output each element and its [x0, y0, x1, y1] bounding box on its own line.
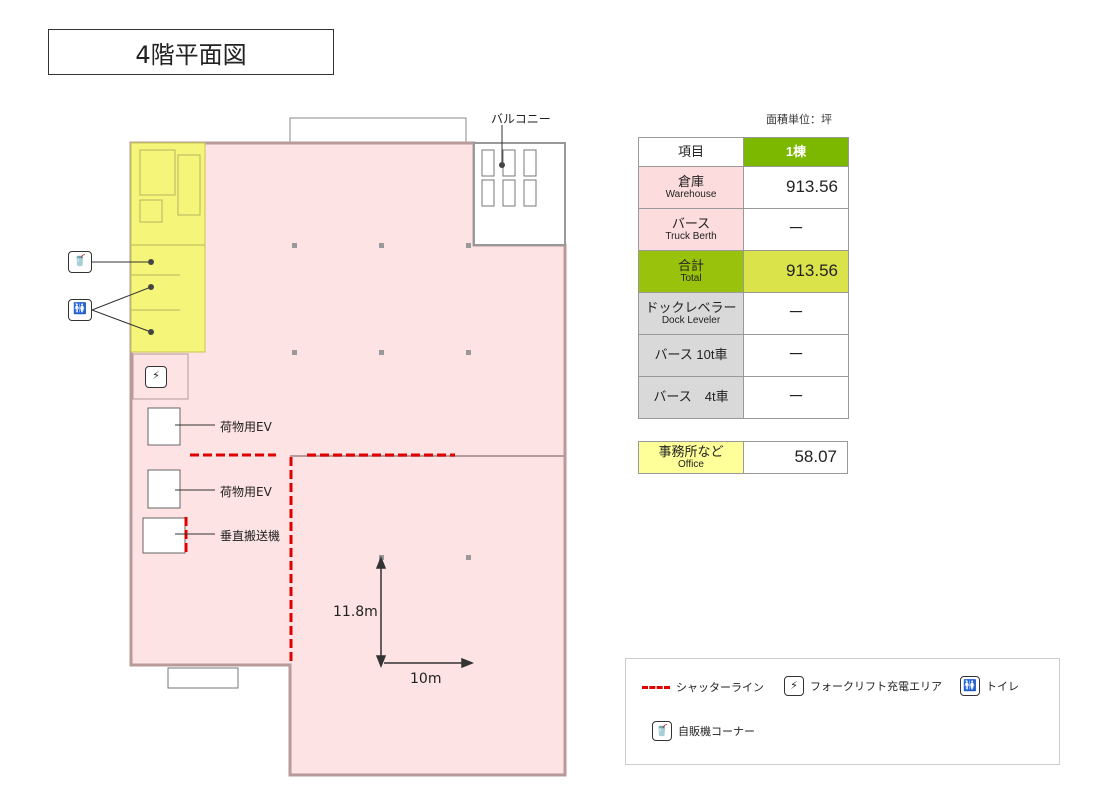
vending-machine-icon: 🥤 — [68, 251, 92, 273]
row-label-en: Total — [680, 273, 702, 285]
office-label: 事務所など — [658, 443, 724, 459]
row-value: 913.56 — [743, 166, 849, 209]
legend: シャッターライン ⚡ フォークリフト充電エリア 🚻 トイレ 🥤 自販機コーナー — [625, 658, 1060, 765]
toilet-icon: 🚻 — [68, 299, 92, 321]
row-value: － — [743, 376, 849, 419]
row-value: － — [743, 208, 849, 251]
office-value: 58.07 — [743, 441, 848, 474]
row-label: バース 10t車 — [654, 347, 728, 363]
row-label: ドックレベラー — [645, 299, 737, 315]
legend-shutter: シャッターライン — [642, 679, 764, 695]
freight-ev-label: 荷物用EV — [220, 485, 272, 499]
row-value: － — [743, 334, 849, 377]
legend-toilet-label: トイレ — [986, 680, 1019, 693]
floor-plan — [91, 117, 567, 777]
area-unit-label: 面積単位：坪 — [766, 113, 832, 126]
legend-vending-label: 自販機コーナー — [678, 725, 755, 738]
balcony-label: バルコニー — [491, 112, 551, 126]
office-area — [130, 142, 206, 353]
forklift-charging-icon: ⚡ — [145, 366, 167, 388]
office-label-en: Office — [678, 459, 704, 471]
vending-machine-icon: 🥤 — [652, 721, 672, 741]
toilet-icon: 🚻 — [960, 676, 980, 696]
legend-shutter-label: シャッターライン — [676, 681, 764, 694]
elevators — [142, 407, 186, 554]
header-item: 項目 — [638, 137, 744, 167]
row-label-en: Dock Leveler — [661, 315, 721, 327]
legend-forklift-label: フォークリフト充電エリア — [810, 680, 942, 693]
row-value: － — [743, 292, 849, 335]
balcony-racks — [481, 149, 537, 207]
forklift-charging-icon: ⚡ — [784, 676, 804, 696]
shutter-line — [184, 453, 455, 662]
row-label: バース — [671, 215, 711, 231]
dimension-arrows — [375, 555, 475, 669]
header-building: 1棟 — [743, 137, 849, 167]
office-rooms — [131, 149, 205, 311]
balcony — [473, 142, 566, 246]
top-annex — [289, 117, 467, 145]
forklift-area — [132, 353, 189, 400]
dimension-vertical: 11.8m — [333, 604, 378, 620]
row-label: 合計 — [677, 257, 704, 273]
freight-ev-label: 荷物用EV — [220, 420, 272, 434]
legend-toilet: 🚻 トイレ — [960, 676, 1019, 696]
row-label: バース 4t車 — [653, 389, 729, 405]
shutter-line-icon — [642, 685, 670, 689]
stairs — [167, 667, 239, 689]
row-label: 倉庫 — [677, 173, 704, 189]
page-title: 4階平面図 — [48, 29, 334, 75]
row-label-en: Truck Berth — [665, 231, 717, 243]
legend-forklift: ⚡ フォークリフト充電エリア — [784, 676, 942, 696]
dimension-horizontal: 10m — [410, 671, 442, 687]
vertical-conveyor-label: 垂直搬送機 — [220, 529, 281, 543]
legend-vending: 🥤 自販機コーナー — [652, 721, 755, 741]
row-label-en: Warehouse — [665, 189, 717, 201]
leader-lines — [91, 125, 503, 535]
row-value: 913.56 — [743, 250, 849, 293]
